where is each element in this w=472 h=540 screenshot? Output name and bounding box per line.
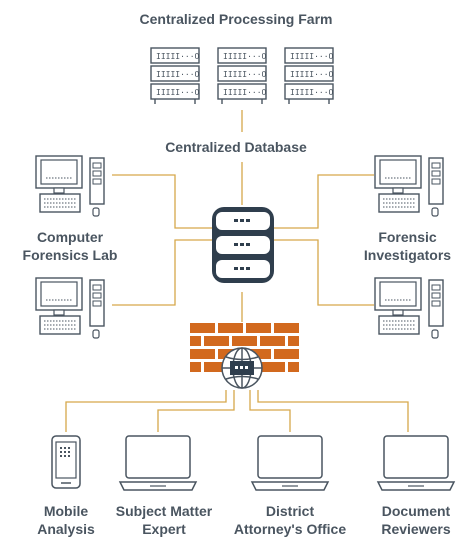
server-unit-label: IIIII···O: [223, 88, 267, 97]
computer-icon-lab-bottom: [35, 277, 105, 339]
connector-reviewers: [257, 390, 409, 432]
computer-icon-lab-top: [35, 155, 105, 217]
computer-icon-investigators-top: [374, 155, 444, 217]
forensics-lab-label: Computer Forensics Lab: [22, 229, 118, 263]
database-icon: [212, 207, 274, 283]
connector-lines: [65, 110, 409, 432]
server-unit-labels: IIIII···O IIIII···O IIIII···O IIIII···O III…: [156, 52, 334, 97]
processing-farm-label: Centralized Processing Farm: [139, 11, 333, 27]
computer-icon-investigators-bottom: [374, 277, 444, 339]
connector-right-top: [274, 174, 374, 229]
district-attorney-label: District Attorney's Office: [233, 503, 347, 537]
server-unit-label: IIIII···O: [156, 70, 200, 79]
connector-mobile: [65, 390, 227, 432]
connector-left-bottom: [112, 239, 212, 306]
mobile-phone-icon: [51, 435, 81, 489]
laptop-icon-sme: [119, 435, 197, 491]
server-unit-label: IIIII···O: [290, 88, 334, 97]
server-unit-label: IIIII···O: [223, 70, 267, 79]
connector-da: [249, 390, 291, 432]
server-unit-label: IIIII···O: [290, 70, 334, 79]
laptop-icon-reviewers: [377, 435, 455, 491]
connector-right-bottom: [274, 239, 374, 306]
server-unit-label: IIIII···O: [156, 88, 200, 97]
database-label: Centralized Database: [165, 139, 307, 155]
connector-sme: [157, 390, 235, 432]
connector-left-top: [112, 174, 212, 229]
server-farm-icon: [150, 47, 334, 104]
server-unit-label: IIIII···O: [156, 52, 200, 61]
server-unit-label: IIIII···O: [290, 52, 334, 61]
laptop-icon-da: [251, 435, 329, 491]
globe-icon: [221, 347, 263, 389]
investigators-label: Forensic Investigators: [363, 229, 452, 263]
mobile-analysis-label: Mobile Analysis: [37, 503, 95, 537]
subject-matter-expert-label: Subject Matter Expert: [115, 503, 213, 537]
server-unit-label: IIIII···O: [223, 52, 267, 61]
document-reviewers-label: Document Reviewers: [381, 503, 451, 537]
